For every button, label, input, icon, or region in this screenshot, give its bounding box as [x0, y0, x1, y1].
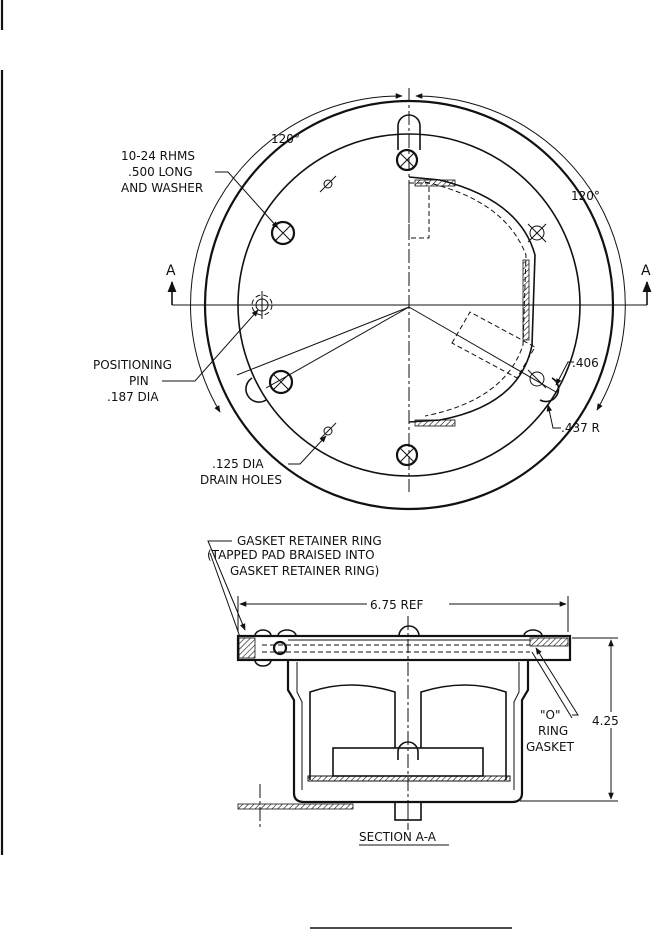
pin-callout-line2: PIN [129, 374, 149, 388]
oring-callout-leader-2 [531, 651, 573, 719]
cup-lobe-left [309, 684, 396, 780]
drain-hole [319, 422, 337, 440]
dim-437-leader [546, 404, 561, 429]
drain-callout-line2: DRAIN HOLES [200, 473, 282, 487]
drain-callout-leader [288, 435, 327, 465]
cutaway-hatch-side [522, 259, 530, 341]
dim-406-leader [555, 361, 574, 386]
body-inner-wall [296, 662, 520, 790]
mounting-screw [395, 148, 419, 172]
cutaway-hatch-bottom [414, 419, 456, 427]
pin-callout-line1: POSITIONING [93, 358, 172, 372]
cutaway-shell-inner [424, 181, 527, 417]
oring-callout-line1: "O" [540, 708, 560, 722]
angle-arc-left [190, 93, 403, 413]
screw-callout-line1: 10-24 RHMS [121, 149, 195, 163]
dim-406-label: .406 [572, 356, 599, 370]
width-dim-label: 6.75 REF [370, 598, 423, 612]
screw-callout-leader [215, 171, 279, 229]
radial-line-pin [236, 306, 410, 376]
retainer-callout-line1: GASKET RETAINER RING [237, 534, 382, 548]
threaded-hole [527, 369, 547, 389]
tapped-pad [272, 640, 288, 656]
cup-lobe-right [420, 684, 507, 780]
top-view: A A [93, 88, 652, 511]
screw-head-left-low [254, 659, 272, 667]
pin-callout-line3: .187 DIA [107, 390, 159, 404]
screw-head-center [398, 625, 420, 637]
screw-callout-line3: AND WASHER [121, 181, 203, 195]
oring-callout-line2: RING [538, 724, 568, 738]
screw-head-center-left [277, 629, 297, 637]
retainer-callout-leader [207, 540, 246, 631]
section-mark-left: A [166, 263, 176, 279]
cutaway-shell [408, 176, 536, 423]
threaded-hole [527, 223, 547, 243]
pin-callout-leader [162, 309, 259, 382]
screw-callout-line2: .500 LONG [128, 165, 193, 179]
hidden-block-top [408, 182, 430, 239]
mounting-screw [395, 443, 419, 467]
dim-437-label: .437 R [561, 421, 600, 435]
retainer-callout-line2: (TAPPED PAD BRAISED INTO [207, 548, 375, 562]
left-retainer-hatch [238, 637, 256, 659]
oring-callout-leader [535, 647, 579, 716]
retainer-callout-line3: GASKET RETAINER RING) [230, 564, 379, 578]
section-mark-right: A [641, 263, 651, 279]
oring-callout-line3: GASKET [526, 740, 575, 754]
mounting-surface [237, 803, 354, 810]
drain-callout-line1: .125 DIA [212, 457, 264, 471]
angle-label-right: 120° [571, 189, 600, 203]
right-retainer-hatch [529, 637, 569, 647]
section-title: SECTION A-A [359, 830, 437, 844]
screw-head-left [254, 629, 272, 637]
section-view: GASKET RETAINER RING (TAPPED PAD BRAISED… [207, 534, 630, 846]
angle-arc-right [415, 93, 626, 411]
right-lug [539, 377, 560, 403]
height-dim-label: 4.25 [592, 714, 619, 728]
drain-hole [319, 175, 337, 193]
bottom-plate [307, 775, 511, 782]
angle-label-left: 120° [271, 132, 300, 146]
screw-head-right [523, 629, 543, 637]
mounting-screw [268, 369, 294, 395]
retainer-callout-leader-2 [209, 552, 241, 638]
